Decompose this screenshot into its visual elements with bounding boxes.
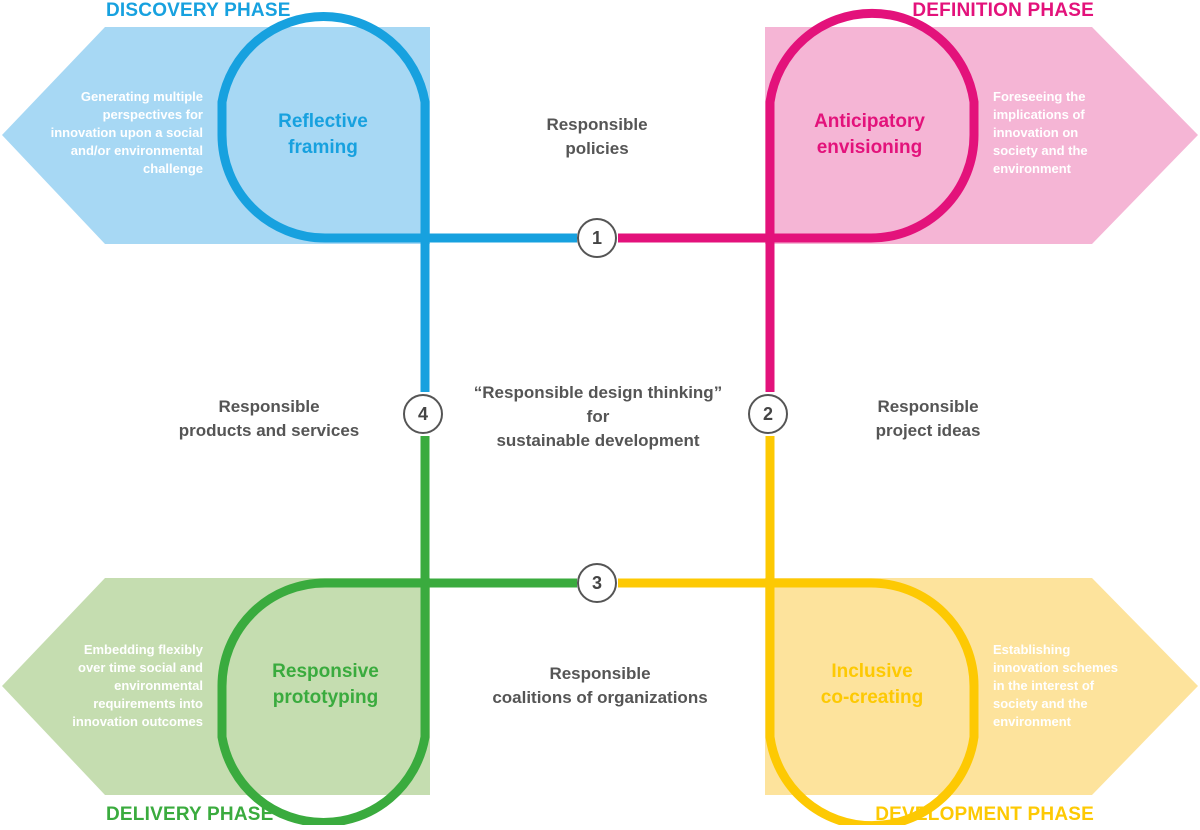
step-marker-2: 2 <box>748 394 788 434</box>
discovery-phase-label: DISCOVERY PHASE <box>106 0 291 21</box>
outcome-products-services: Responsible products and services <box>178 397 360 440</box>
discovery-description: Generating multiple perspectives for inn… <box>50 89 203 176</box>
delivery-loop <box>217 436 577 827</box>
definition-description: Foreseeing the implications of innovatio… <box>993 89 1088 176</box>
step-marker-1: 1 <box>577 218 617 258</box>
development-panel <box>765 578 1198 795</box>
anticipatory-envisioning-title: Anticipatory envisioning <box>814 111 925 158</box>
discovery-loop <box>217 12 577 392</box>
delivery-phase-label: DELIVERY PHASE <box>106 804 274 825</box>
outcome-policies: Responsible policies <box>546 115 648 158</box>
step-marker-4: 4 <box>403 394 443 434</box>
delivery-description: Embedding flexibly over time social and … <box>72 642 203 729</box>
responsive-prototyping-title: Responsive prototyping <box>272 661 379 708</box>
definition-phase-label: DEFINITION PHASE <box>912 0 1094 21</box>
discovery-panel <box>2 27 430 244</box>
outcome-coalitions: Responsible coalitions of organizations <box>492 664 708 707</box>
step-marker-3: 3 <box>577 563 617 603</box>
definition-panel <box>765 27 1198 244</box>
development-description: Establishing innovation schemes in the i… <box>993 642 1118 729</box>
reflective-framing-title: Reflective framing <box>278 111 368 158</box>
delivery-panel <box>2 578 430 795</box>
center-statement: “Responsible design thinking” for sustai… <box>473 383 723 450</box>
inclusive-cocreating-title: Inclusive co-creating <box>820 661 924 708</box>
development-phase-label: DEVELOPMENT PHASE <box>875 804 1094 825</box>
definition-loop <box>618 8 979 392</box>
outcome-project-ideas: Responsible project ideas <box>875 397 981 440</box>
development-loop <box>618 436 979 830</box>
